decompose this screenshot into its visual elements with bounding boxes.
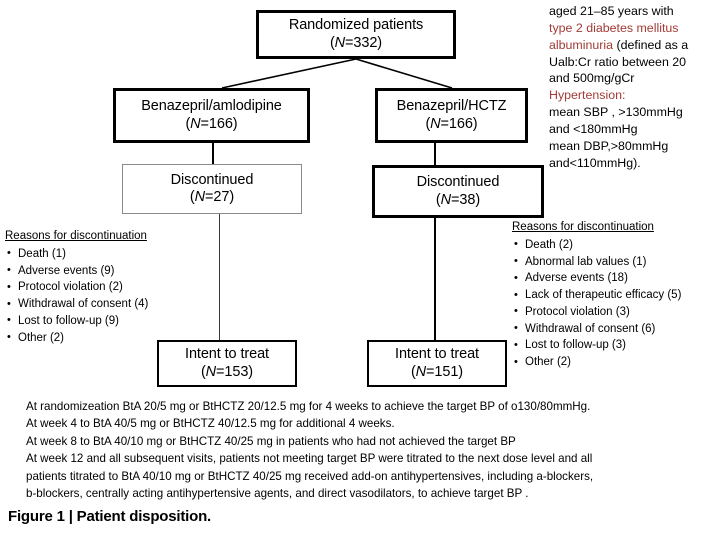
node-itt-right-count: (N=151) — [410, 363, 464, 380]
node-discontinued-right[interactable]: Discontinued (N=38) — [372, 165, 544, 218]
node-arm-right-label: Benazepril/HCTZ — [396, 98, 507, 115]
node-itt-right-label: Intent to treat — [395, 346, 479, 363]
list-item: Other (2) — [512, 354, 681, 371]
criteria-line: type 2 diabetes mellitus — [549, 20, 719, 37]
criteria-plain: and<110mmHg). — [549, 155, 641, 170]
figure-caption: Figure 1 | Patient disposition. — [8, 508, 212, 525]
criteria-line: Ualb:Cr ratio between 20 — [549, 54, 719, 71]
node-randomized-count: (N=332) — [329, 34, 383, 51]
reasons-left-list: Death (1)Adverse events (9)Protocol viol… — [5, 245, 148, 347]
criteria-line: Hypertension: — [549, 87, 719, 104]
list-item: Protocol violation (3) — [512, 303, 681, 321]
reasons-right-list: Death (2)Abnormal lab values (1)Adverse … — [512, 236, 681, 371]
node-intent-to-treat-left[interactable]: Intent to treat (N=153) — [157, 340, 297, 387]
text-line: At week 12 and all subsequent visits, pa… — [26, 452, 593, 466]
node-randomized-label: Randomized patients — [288, 17, 424, 34]
list-item: Lack of therapeutic efficacy (5) — [512, 287, 681, 304]
text-line: At week 8 to BtA 40/10 mg or BtHCTZ 40/2… — [26, 434, 516, 448]
criteria-plain: Ualb:Cr ratio between 20 — [549, 54, 687, 69]
text-line: b-blockers, centrally acting antihyperte… — [26, 486, 529, 500]
node-arm-right-count: (N=166) — [425, 115, 478, 132]
list-item: Protocol violation (2) — [5, 279, 148, 296]
list-item: Adverse events (9) — [5, 262, 148, 280]
inclusion-criteria-text: aged 21–85 years with type 2 diabetes mel… — [549, 3, 719, 172]
node-disc-right-count: (N=38) — [435, 191, 481, 208]
list-item: Lost to follow-up (9) — [5, 312, 148, 330]
list-item: Lost to follow-up (3) — [512, 337, 681, 354]
criteria-highlight: albuminuria — [549, 37, 614, 52]
criteria-plain: aged 21–85 years with — [549, 4, 674, 18]
criteria-highlight: Hypertension: — [549, 88, 626, 103]
reasons-left-title: Reasons for discontinuation — [5, 230, 147, 242]
node-benazepril-amlodipine[interactable]: Benazepril/amlodipine (N=166) — [113, 88, 310, 143]
node-discontinued-left[interactable]: Discontinued (N=27) — [122, 164, 302, 214]
criteria-line: and<110mmHg). — [549, 155, 719, 172]
node-disc-right-label: Discontinued — [416, 174, 500, 191]
criteria-line: and 500mg/gCr — [549, 70, 719, 87]
criteria-plain: (defined as a — [613, 37, 689, 52]
list-item: Other (2) — [5, 329, 148, 347]
connector-disc-left-to-itt — [219, 214, 220, 341]
criteria-line: mean DBP,>80mmHg — [549, 138, 719, 155]
reasons-for-discontinuation-right: Reasons for discontinuation Death (2)Abn… — [512, 219, 681, 371]
connector-disc-right-to-itt — [434, 218, 436, 341]
node-disc-left-count: (N=27) — [189, 189, 235, 205]
list-item: Death (2) — [512, 236, 681, 254]
list-item: Abnormal lab values (1) — [512, 253, 681, 271]
criteria-line: and <180mmHg — [549, 121, 719, 138]
reasons-right-title: Reasons for discontinuation — [512, 221, 654, 233]
criteria-highlight: type 2 diabetes mellitus — [549, 20, 679, 35]
connector-arm-left-to-disc — [212, 143, 214, 165]
text-line: patients titrated to BtA 40/10 mg or BtH… — [26, 469, 594, 483]
node-arm-left-label: Benazepril/amlodipine — [141, 98, 282, 115]
text-line: At week 4 to BtA 40/5 mg or BtHCTZ 40/12… — [26, 417, 395, 431]
criteria-line: mean SBP , >130mmHg — [549, 104, 719, 121]
list-item: Withdrawal of consent (4) — [5, 296, 148, 313]
criteria-line: aged 21–85 years with — [549, 3, 719, 20]
criteria-plain: and 500mg/gCr — [549, 71, 635, 86]
text-line: At randomizeation BtA 20/5 mg or BtHCTZ … — [26, 400, 591, 413]
node-disc-left-label: Discontinued — [170, 171, 254, 188]
criteria-line: albuminuria (defined as a — [549, 37, 719, 54]
node-benazepril-hctz[interactable]: Benazepril/HCTZ (N=166) — [375, 88, 528, 143]
node-intent-to-treat-right[interactable]: Intent to treat (N=151) — [367, 340, 507, 387]
criteria-plain: mean DBP,>80mmHg — [549, 138, 669, 153]
list-item: Withdrawal of consent (6) — [512, 320, 681, 338]
criteria-plain: and <180mmHg — [549, 122, 638, 137]
criteria-plain: mean SBP , >130mmHg — [549, 105, 683, 120]
node-arm-left-count: (N=166) — [185, 115, 238, 132]
list-item: Death (1) — [5, 245, 148, 263]
reasons-for-discontinuation-left: Reasons for discontinuation Death (1)Adv… — [5, 228, 148, 346]
connector-arm-right-to-disc — [434, 143, 436, 166]
node-itt-left-count: (N=153) — [200, 363, 254, 380]
node-randomized-patients[interactable]: Randomized patients (N=332) — [256, 10, 456, 59]
list-item: Adverse events (18) — [512, 270, 681, 287]
protocol-description-text: At randomizeation BtA 20/5 mg or BtHCTZ … — [26, 398, 716, 502]
node-itt-left-label: Intent to treat — [185, 346, 269, 363]
